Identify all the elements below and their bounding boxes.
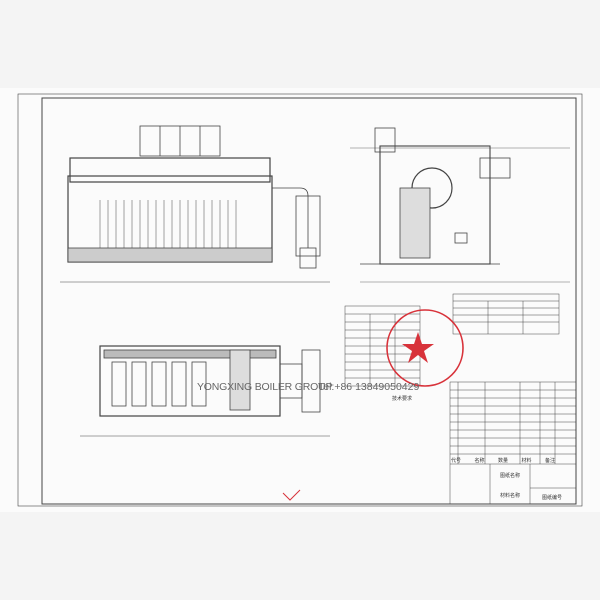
material-label: 材料名称 [500,493,521,499]
header-name: 名称 [474,458,485,464]
front-section-view [350,127,570,283]
company-name: YONGXING BOILER GROUP [197,381,333,393]
boiler-drawing [17,93,583,507]
side-elevation-view [60,125,330,283]
check-mark [282,489,301,501]
official-stamp [386,309,464,387]
notes-heading: 技术要求 [392,396,413,402]
drawing-sheet: YONGXING BOILER GROUP Tel:+86 1384905042… [0,88,600,512]
header-remark: 备注 [544,458,555,464]
spec-table [452,293,560,335]
parts-list [449,381,577,505]
header-code: 代号 [451,458,462,464]
drawing-number-label: 图纸编号 [542,495,563,501]
header-material: 材料 [521,458,532,464]
parts-table-header: 代号 名称 数量 材料 备注 [451,457,555,464]
plan-view [80,345,330,437]
inner-frame [41,97,577,505]
outer-frame [17,93,583,507]
drawing-name-label: 图纸名称 [500,473,521,479]
header-qty: 数量 [497,458,508,464]
telephone: Tel:+86 13849050429 [318,381,420,393]
